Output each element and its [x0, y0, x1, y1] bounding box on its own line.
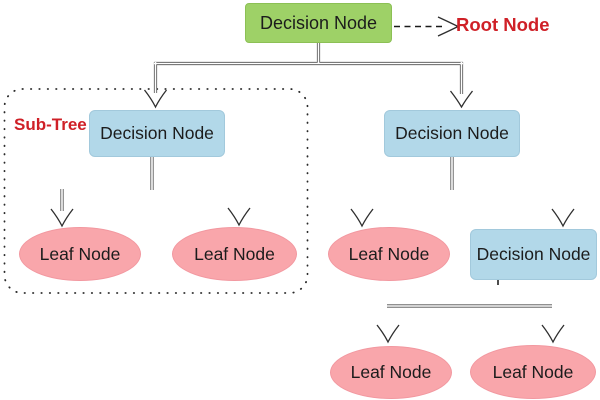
node-bottom-leaf-a: Leaf Node	[330, 346, 452, 399]
root-node-annotation: Root Node	[456, 14, 550, 35]
arrowhead-down-icon	[376, 324, 400, 344]
arrowhead-down-icon	[541, 324, 565, 344]
arrowhead-down-icon	[50, 208, 74, 228]
subtree-annotation: Sub-Tree	[14, 115, 87, 134]
arrowhead-right-icon	[437, 16, 460, 37]
arrowhead-down-icon	[551, 208, 575, 228]
arrowhead-down-icon	[449, 90, 474, 109]
node-left-leaf-b: Leaf Node	[172, 227, 297, 281]
arrowhead-down-icon	[350, 208, 374, 228]
arrowhead-down-icon	[143, 89, 168, 109]
edge-lines-inner	[61, 43, 552, 307]
node-right-decision: Decision Node	[384, 110, 520, 157]
node-right-leaf: Leaf Node	[328, 227, 450, 281]
arrowheads	[50, 89, 575, 344]
arrowhead-down-icon	[227, 207, 251, 227]
root-pointer-arrow	[394, 16, 460, 37]
node-bottom-leaf-b: Leaf Node	[470, 345, 596, 399]
node-right-sub-decision: Decision Node	[470, 229, 597, 280]
node-left-leaf-a: Leaf Node	[19, 227, 141, 281]
node-root-decision: Decision Node	[245, 3, 392, 43]
node-left-decision: Decision Node	[89, 110, 225, 157]
